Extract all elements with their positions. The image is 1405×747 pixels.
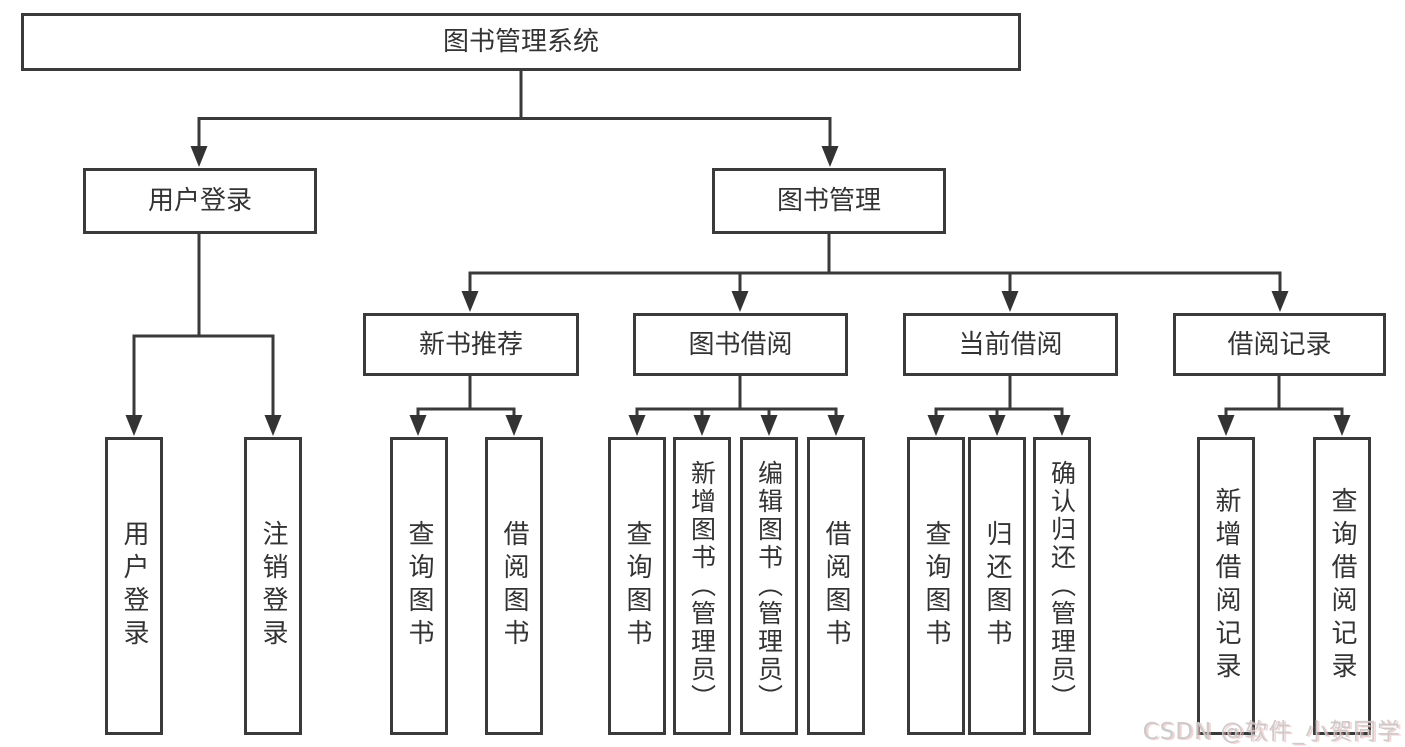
leaf-add-borrow-record: 新增借阅记录 (1197, 437, 1255, 735)
node-book-borrow: 图书借阅 (633, 313, 848, 376)
leaf-edit-books-admin: 编辑图书（管理员） (740, 437, 798, 735)
leaf-confirm-return-admin: 确认归还（管理员） (1033, 437, 1091, 735)
node-book-management: 图书管理 (712, 168, 946, 234)
node-new-book-recommend: 新书推荐 (363, 313, 579, 376)
leaf-add-books-admin: 新增图书（管理员） (673, 437, 731, 735)
leaf-return-books: 归还图书 (968, 437, 1026, 735)
leaf-user-login: 用户登录 (105, 437, 163, 735)
node-borrow-records: 借阅记录 (1173, 313, 1386, 376)
csdn-watermark: CSDN @软件_小贺同学 (1142, 719, 1401, 745)
node-library-management-system: 图书管理系统 (21, 13, 1021, 71)
leaf-query-books-recommend: 查询图书 (390, 437, 448, 735)
node-user-login: 用户登录 (83, 168, 317, 234)
node-current-borrow: 当前借阅 (903, 313, 1118, 376)
leaf-query-books-borrow: 查询图书 (608, 437, 666, 735)
leaf-logout: 注销登录 (244, 437, 302, 735)
leaf-borrow-books-recommend: 借阅图书 (485, 437, 543, 735)
leaf-query-borrow-record: 查询借阅记录 (1313, 437, 1371, 735)
leaf-borrow-books: 借阅图书 (807, 437, 865, 735)
leaf-query-books-current: 查询图书 (907, 437, 965, 735)
